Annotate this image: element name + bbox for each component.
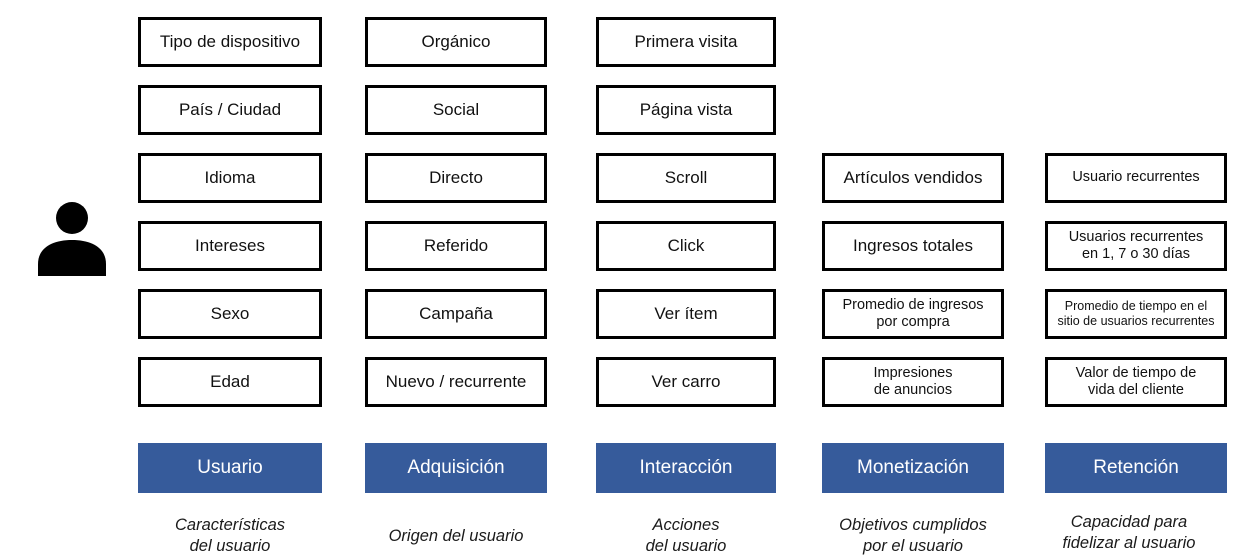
header-interaccion: Interacción bbox=[596, 443, 776, 493]
box-impresiones-anuncios: Impresiones de anuncios bbox=[822, 357, 1004, 407]
box-tipo-de-dispositivo: Tipo de dispositivo bbox=[138, 17, 322, 67]
box-referido: Referido bbox=[365, 221, 547, 271]
box-pais-ciudad: País / Ciudad bbox=[138, 85, 322, 135]
box-directo: Directo bbox=[365, 153, 547, 203]
box-campana: Campaña bbox=[365, 289, 547, 339]
box-ingresos-totales: Ingresos totales bbox=[822, 221, 1004, 271]
box-pagina-vista: Página vista bbox=[596, 85, 776, 135]
box-intereses: Intereses bbox=[138, 221, 322, 271]
box-click: Click bbox=[596, 221, 776, 271]
box-usuario-recurrentes: Usuario recurrentes bbox=[1045, 153, 1227, 203]
header-retencion: Retención bbox=[1045, 443, 1227, 493]
box-valor-tiempo-vida: Valor de tiempo de vida del cliente bbox=[1045, 357, 1227, 407]
box-sexo: Sexo bbox=[138, 289, 322, 339]
caption-adquisicion: Origen del usuario bbox=[388, 526, 524, 545]
caption-interaccion: Acciones del usuario bbox=[645, 516, 727, 555]
header-adquisicion: Adquisición bbox=[365, 443, 547, 493]
caption-retencion: Capacidad para fidelizar al usuario bbox=[1062, 513, 1196, 552]
box-edad: Edad bbox=[138, 357, 322, 407]
user-icon bbox=[38, 202, 106, 276]
caption-monetizacion: Objetivos cumplidos por el usuario bbox=[839, 516, 987, 555]
box-social: Social bbox=[365, 85, 547, 135]
box-organico: Orgánico bbox=[365, 17, 547, 67]
caption-usuario: Características del usuario bbox=[174, 516, 286, 555]
box-usuarios-recurrentes-dias: Usuarios recurrentes en 1, 7 o 30 días bbox=[1045, 221, 1227, 271]
box-nuevo-recurrente: Nuevo / recurrente bbox=[365, 357, 547, 407]
box-primera-visita: Primera visita bbox=[596, 17, 776, 67]
box-idioma: Idioma bbox=[138, 153, 322, 203]
header-monetizacion: Monetización bbox=[822, 443, 1004, 493]
box-promedio-tiempo-sitio: Promedio de tiempo en el sitio de usuari… bbox=[1045, 289, 1227, 339]
box-ver-item: Ver ítem bbox=[596, 289, 776, 339]
box-scroll: Scroll bbox=[596, 153, 776, 203]
box-promedio-ingresos: Promedio de ingresos por compra bbox=[822, 289, 1004, 339]
box-articulos-vendidos: Artículos vendidos bbox=[822, 153, 1004, 203]
header-usuario: Usuario bbox=[138, 443, 322, 493]
box-ver-carro: Ver carro bbox=[596, 357, 776, 407]
